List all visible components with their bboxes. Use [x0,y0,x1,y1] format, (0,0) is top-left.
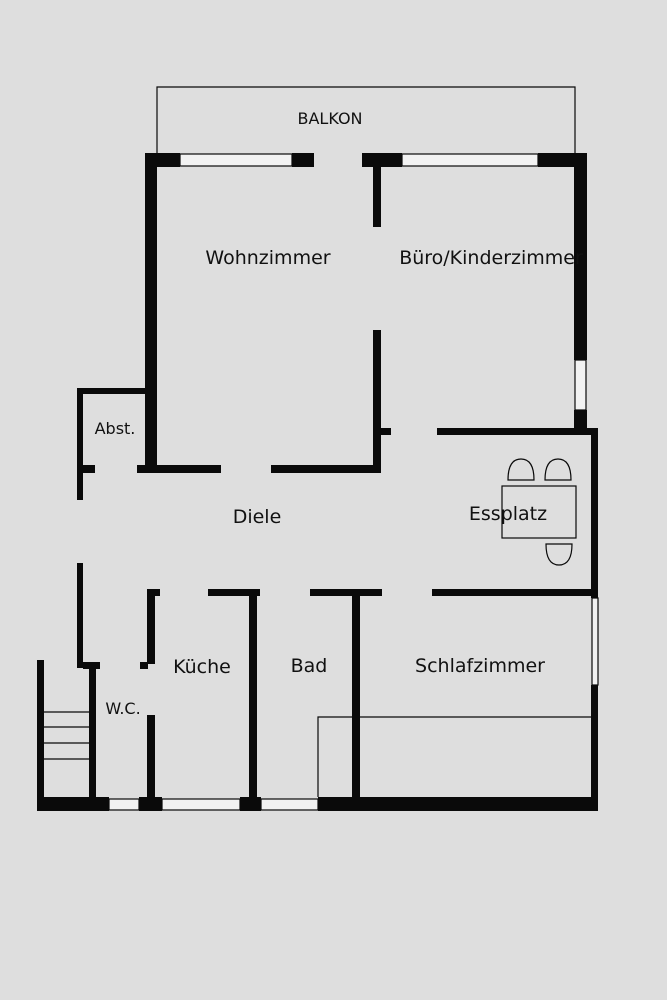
room-label-bad: Bad [291,655,328,677]
dining-set [501,458,577,566]
room-label-buero: Büro/Kinderzimmer [399,247,583,269]
room-label-balkon: BALKON [297,109,362,128]
room-label-schlafzimmer: Schlafzimmer [415,655,545,677]
room-label-abst: Abst. [95,419,136,438]
room-label-kueche: Küche [173,656,231,678]
walls [37,153,598,811]
stairs [44,711,89,760]
balcony [156,86,576,153]
bedroom-furniture [317,716,591,797]
room-label-essplatz: Essplatz [469,503,547,525]
room-label-wc: W.C. [105,699,140,718]
room-label-diele: Diele [233,506,282,528]
windows [108,153,599,811]
room-label-wohnzimmer: Wohnzimmer [205,247,330,269]
